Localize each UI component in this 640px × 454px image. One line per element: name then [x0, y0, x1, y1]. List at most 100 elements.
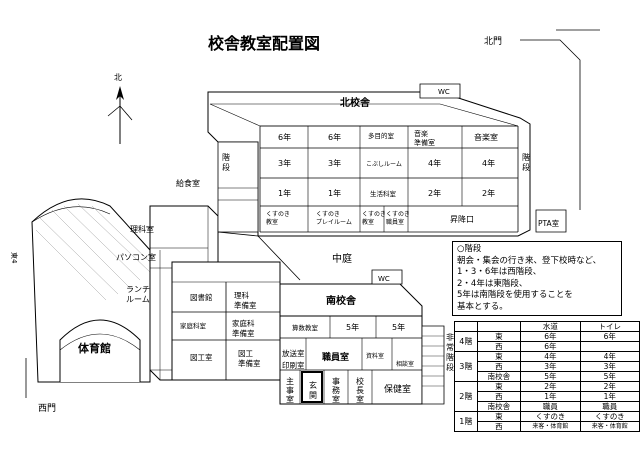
- room-sodan: 相談室: [396, 360, 414, 368]
- room-rika-jumbi: 理科準備室: [234, 290, 257, 310]
- room-6nen-a: 6年: [278, 132, 291, 142]
- room-pc: パソコン室: [116, 252, 156, 262]
- room-tamokuteki: 多目的室: [368, 131, 395, 140]
- table-floor-label: 3階: [454, 351, 478, 382]
- table-row: 西 3年 3年: [455, 361, 640, 372]
- table-row: 3階 東 4年 4年: [454, 351, 640, 382]
- room-kusunoki-kyoshitsu-line: 教室: [266, 218, 278, 226]
- room-ongaku-jumbi: 音楽準備室: [414, 129, 435, 147]
- compass-arrow-icon: [107, 86, 133, 144]
- room-lunch: ランチルーム: [126, 285, 150, 304]
- stairs-note-line: 5年は南階段を使用することを: [457, 290, 573, 300]
- west-wing: [149, 205, 281, 381]
- room-kateika: 家庭科室: [180, 321, 207, 330]
- room-kocho-line: 校: [356, 376, 364, 386]
- room-kusunoki-shokuin-line: 職員室: [386, 218, 404, 226]
- stairs-emergency-line: 非: [446, 332, 454, 342]
- room-6nen-b: 6年: [328, 132, 341, 142]
- room-kusunoki-kyoshitsu-2-line: くすのき: [362, 211, 386, 218]
- gymnasium: [31, 198, 151, 383]
- table-header-toilet: トイレ: [579, 321, 640, 332]
- room-kusunoki-kyoshitsu: くすのき教室: [266, 211, 290, 226]
- room-ongaku: 音楽室: [474, 132, 498, 142]
- table-row: 西 来客・体育館 来客・体育館: [455, 421, 640, 432]
- room-kobushi: こぶしルーム: [366, 161, 402, 168]
- south-wc: WC: [378, 275, 390, 283]
- room-kusunoki-kyoshitsu-2: くすのき教室: [362, 211, 386, 226]
- room-5nen-a: 5年: [346, 322, 359, 332]
- stairs-note-line: 朝会・集会の行き来、登下校時など、: [457, 255, 602, 266]
- room-kateika-jumbi-line: 準備室: [232, 328, 255, 338]
- room-zuko-jumbi-line: 準備室: [238, 358, 261, 368]
- room-jimu-line: 務: [332, 385, 340, 395]
- room-2nen-a: 2年: [428, 188, 441, 198]
- room-1nen-b: 1年: [328, 188, 341, 198]
- room-shuji-line: 室: [286, 394, 294, 404]
- room-1nen-a: 1年: [278, 188, 291, 198]
- room-shokoguchi: 昇降口: [450, 214, 474, 224]
- room-kusunoki-shokuin: くすのき職員室: [386, 211, 410, 226]
- room-insatsu: 印刷室: [282, 360, 305, 370]
- room-jimu: 事務室: [332, 376, 340, 404]
- room-lunch-line: ルーム: [126, 295, 150, 304]
- north-gate-label: 北門: [484, 36, 502, 47]
- stairs-west-line: 段: [222, 162, 230, 172]
- table-row: 4階 東 6年 6年: [454, 331, 640, 352]
- room-kusunoki-shokuin-line: くすのき: [386, 211, 410, 218]
- north-wc: WC: [438, 88, 450, 96]
- table-header-water: 水道: [520, 321, 581, 332]
- gymnasium-label: 体育館: [78, 341, 111, 355]
- table-floor-label: 4階: [454, 331, 478, 352]
- room-4nen-b: 4年: [482, 158, 495, 168]
- room-3nen-a: 3年: [278, 158, 291, 168]
- room-jimu-line: 事: [332, 376, 340, 386]
- room-hoken: 保健室: [384, 383, 411, 395]
- room-kocho: 校長室: [356, 376, 364, 404]
- stairs-emergency-line: 段: [446, 362, 454, 372]
- room-ongaku-jumbi-line: 準備室: [414, 138, 435, 147]
- stairs-emergency-line: 常: [446, 343, 454, 352]
- table-row: 水道 トイレ: [454, 321, 640, 332]
- room-kusunoki-kyoshitsu-line: くすのき: [266, 211, 290, 218]
- stairs-note: ○階段 朝会・集会の行き来、登下校時など、 1・3・6年は西階段、 2・4年は東…: [452, 241, 622, 316]
- stairs-note-line: 1・3・6年は西階段、: [457, 267, 542, 277]
- room-jimu-line: 室: [332, 394, 340, 404]
- room-5nen-b: 5年: [392, 322, 405, 332]
- room-genkan-line: 関: [309, 391, 317, 400]
- west-gate-label: 西門: [38, 403, 56, 414]
- stairs-west-line: 階: [222, 152, 230, 162]
- room-kusunoki-kyoshitsu-2-line: 教室: [362, 218, 374, 226]
- room-ongaku-jumbi-line: 音楽: [414, 129, 428, 138]
- stairs-note-line: 基本とする。: [457, 301, 508, 312]
- stairs-emergency-line: 階: [446, 352, 454, 362]
- table-row: 1階 東 くすのき くすのき: [454, 411, 640, 432]
- table-row: 南校舎 5年 5年: [455, 371, 640, 382]
- room-seikatsu: 生活科室: [370, 189, 397, 198]
- room-2nen-b: 2年: [482, 188, 495, 198]
- genkan-highlight: [301, 371, 323, 403]
- room-pta: PTA室: [538, 218, 560, 228]
- room-genkan-line: 玄: [309, 380, 317, 390]
- table-floor-label: 1階: [454, 411, 478, 432]
- room-shokuin: 職員室: [322, 351, 349, 363]
- room-zuko-jumbi-line: 図工: [238, 349, 253, 358]
- room-kyushoku: 給食室: [176, 178, 200, 188]
- table-row: 西 1年 1年: [455, 391, 640, 402]
- table-row: 西 6年: [455, 341, 640, 352]
- room-shiryo: 資料室: [366, 352, 384, 360]
- room-zuko: 図工室: [190, 352, 213, 362]
- room-kocho-line: 長: [356, 386, 364, 395]
- north-building: [207, 83, 567, 281]
- table-floor-label: 2階: [454, 381, 478, 412]
- table-row: 2階 東 2年 2年: [454, 381, 640, 412]
- room-3nen-b: 3年: [328, 158, 341, 168]
- room-sansu: 算数教室: [292, 323, 319, 332]
- stairs-east: 階段: [522, 152, 530, 172]
- room-kateika-jumbi: 家庭科準備室: [232, 318, 255, 338]
- south-building: [279, 269, 445, 405]
- room-shuji-line: 事: [286, 385, 294, 395]
- courtyard-label: 中庭: [332, 252, 352, 265]
- stairs-emergency: 非常階段: [446, 332, 454, 372]
- room-zuko-jumbi: 図工準備室: [238, 349, 261, 368]
